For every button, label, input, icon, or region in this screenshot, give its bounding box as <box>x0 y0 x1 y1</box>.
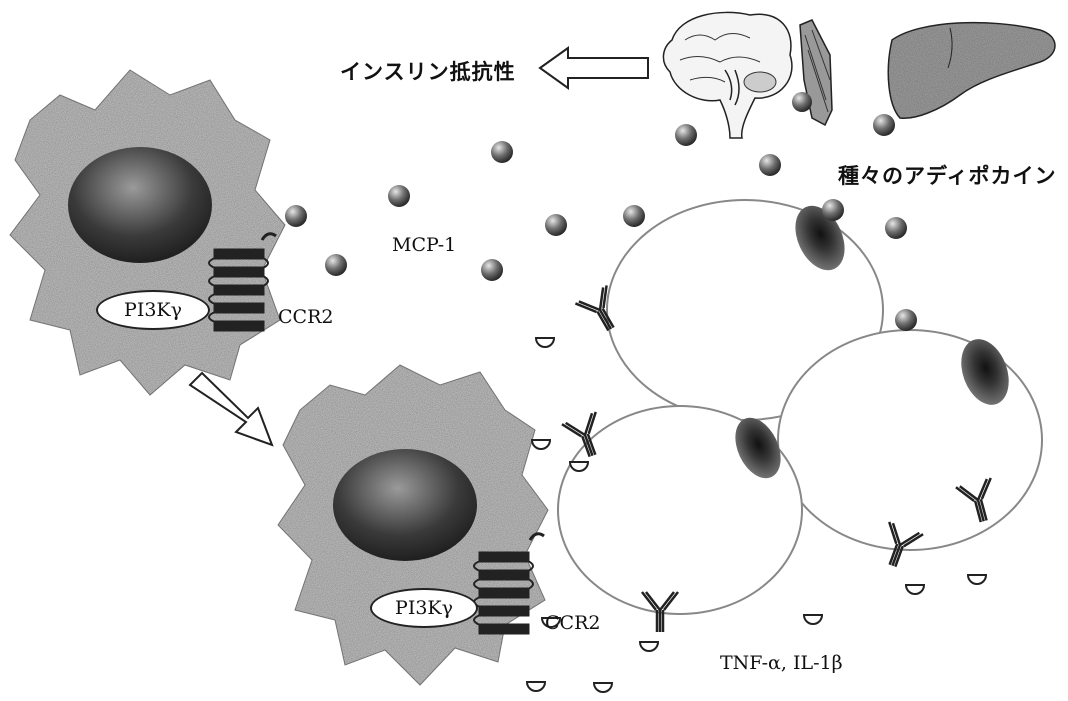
particle <box>388 185 410 207</box>
label-insulin-resistance: インスリン抵抗性 <box>340 56 516 86</box>
cytokine <box>968 575 986 584</box>
cytokine <box>804 615 822 624</box>
label-ccr2-bottom: CCR2 <box>545 612 600 634</box>
particle <box>759 154 781 176</box>
particle <box>481 259 503 281</box>
label-mcp1: MCP-1 <box>392 234 456 256</box>
cytokine <box>594 683 612 692</box>
hollow-arrow-left-icon <box>540 48 648 88</box>
macrophage-top <box>10 70 285 395</box>
brain-icon <box>663 12 791 138</box>
particle <box>822 199 844 221</box>
macrophage-bottom <box>278 365 548 685</box>
cytokine <box>527 682 545 691</box>
particle <box>545 214 567 236</box>
particle <box>885 217 907 239</box>
macrophage-top-nucleus <box>68 147 212 263</box>
hollow-arrow-down-right-icon <box>190 373 272 445</box>
macrophage-bottom-nucleus <box>333 449 477 561</box>
label-adipokines: 種々のアディポカイン <box>838 160 1057 190</box>
cytokine <box>570 462 588 471</box>
cytokine <box>640 642 658 651</box>
cytokine <box>536 338 554 347</box>
adipocyte-bottom <box>558 406 802 614</box>
particle <box>623 205 645 227</box>
particle <box>873 114 895 136</box>
particle <box>325 254 347 276</box>
label-cytokines: TNF-α, IL-1β <box>720 652 843 674</box>
cytokine <box>532 440 550 449</box>
liver-icon <box>888 23 1055 119</box>
particle <box>491 141 513 163</box>
label-ccr2-top: CCR2 <box>278 306 333 328</box>
adipocyte-right <box>778 330 1042 550</box>
particle <box>792 92 812 112</box>
particle <box>285 205 307 227</box>
label-pi3k-top: PI3Kγ <box>96 290 210 330</box>
cytokine <box>906 585 924 594</box>
label-pi3k-bottom: PI3Kγ <box>370 588 478 628</box>
particle <box>675 124 697 146</box>
particle <box>895 309 917 331</box>
